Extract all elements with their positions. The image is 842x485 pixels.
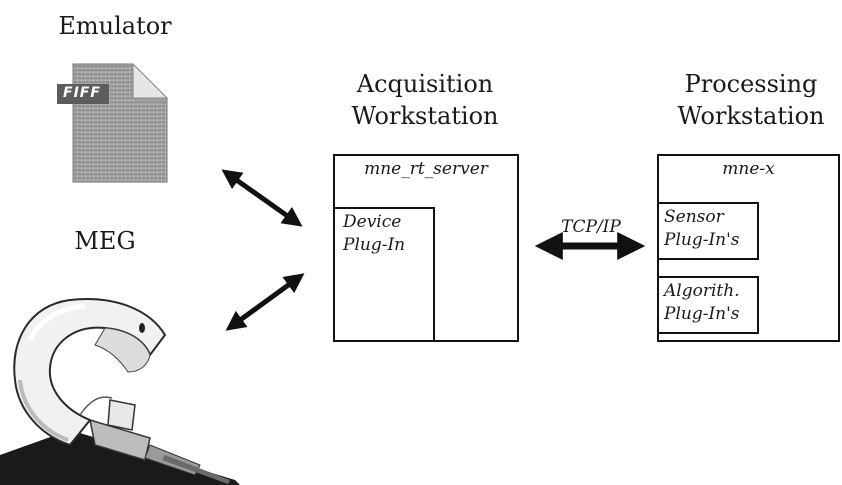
acquisition-title-line2: Workstation <box>351 102 499 130</box>
device-plugin-box: Device Plug-In <box>333 207 435 342</box>
algorithm-plugins-line2: Plug-In's <box>664 304 740 324</box>
mne-rt-server-label: mne_rt_server <box>364 159 488 179</box>
emulator-arrow <box>221 169 303 227</box>
algorithm-plugins-line1: Algorith. <box>664 281 740 301</box>
sensor-plugins-line2: Plug-In's <box>664 230 740 250</box>
meg-scanner-illustration <box>0 280 240 485</box>
sensor-plugins-line1: Sensor <box>664 207 724 227</box>
mne-rt-server-box: mne_rt_server Device Plug-In <box>333 154 519 342</box>
emulator-title: Emulator <box>58 12 172 40</box>
tcpip-label: TCP/IP <box>561 217 621 237</box>
mne-x-box: mne-x Sensor Plug-In's Algorith. Plug-In… <box>657 154 840 342</box>
sensor-plugins-box: Sensor Plug-In's <box>657 202 759 260</box>
meg-title: MEG <box>74 227 136 255</box>
acquisition-title-line1: Acquisition <box>356 70 494 98</box>
meg-arrow <box>225 273 305 331</box>
device-plugin-line1: Device <box>343 212 402 232</box>
processing-title-line1: Processing <box>684 70 818 98</box>
processing-title-line2: Workstation <box>677 102 825 130</box>
device-plugin-line2: Plug-In <box>343 235 406 255</box>
algorithm-plugins-box: Algorith. Plug-In's <box>657 276 759 334</box>
mne-x-label: mne-x <box>722 159 775 179</box>
fiff-label: FIFF <box>63 85 101 101</box>
fiff-file-icon: FIFF <box>55 62 170 184</box>
